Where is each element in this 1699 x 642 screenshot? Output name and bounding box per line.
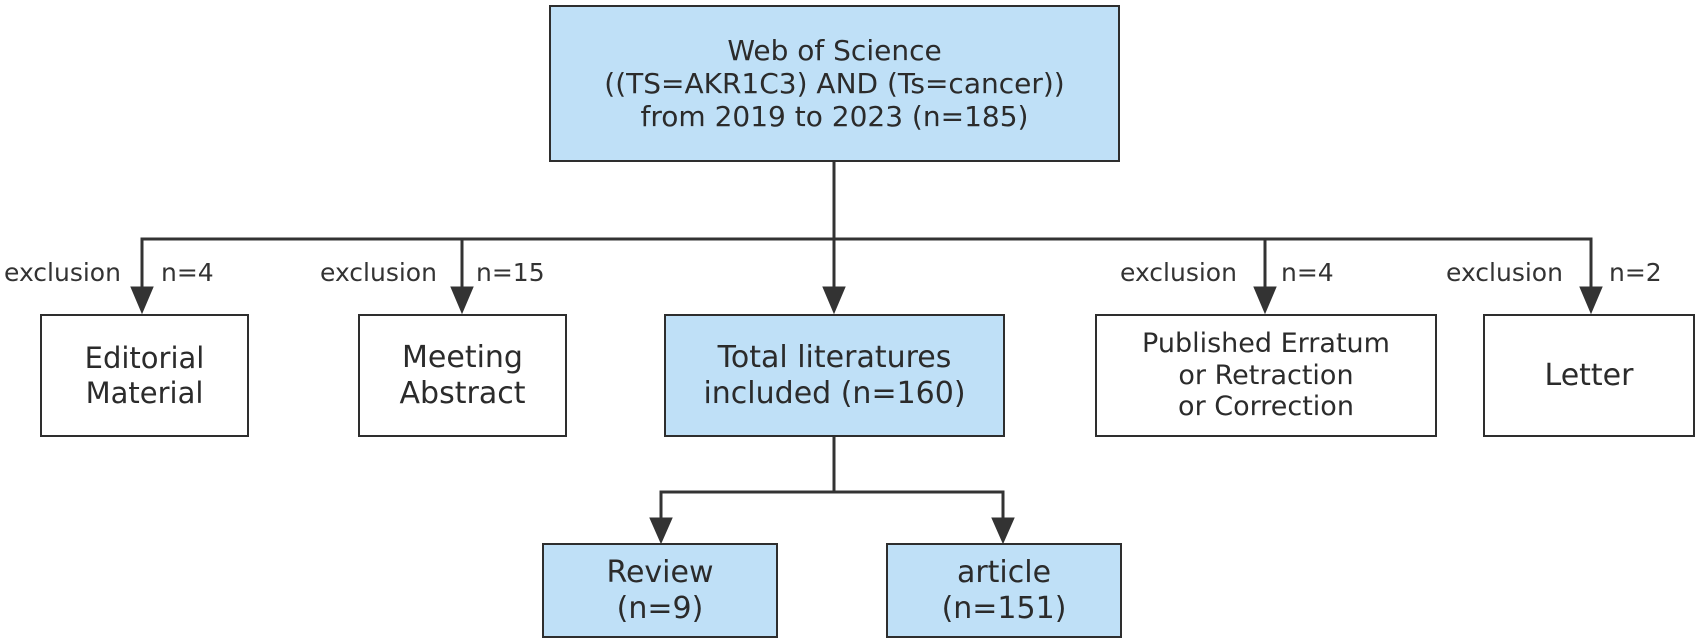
- article-box: article (n=151): [886, 543, 1122, 638]
- total-line-1: Total literatures: [717, 340, 952, 376]
- arrowhead-erratum: [1253, 286, 1277, 315]
- erratum-line-3: or Correction: [1178, 391, 1354, 423]
- arrowhead-editorial: [130, 286, 154, 315]
- root-line-2: ((TS=AKR1C3) AND (Ts=cancer)): [604, 66, 1065, 100]
- meeting-line-1: Meeting: [402, 340, 523, 376]
- review-box: Review (n=9): [542, 543, 778, 638]
- exclusion-label-meeting: exclusion: [320, 258, 437, 287]
- arrowhead-review: [649, 517, 673, 545]
- erratum-line-1: Published Erratum: [1142, 327, 1390, 359]
- published-erratum-box: Published Erratum or Retraction or Corre…: [1095, 314, 1437, 437]
- letter-box: Letter: [1483, 314, 1695, 437]
- root-line-3: from 2019 to 2023 (n=185): [640, 100, 1029, 134]
- article-line-2: (n=151): [941, 590, 1067, 626]
- article-line-1: article: [956, 555, 1052, 591]
- erratum-line-2: or Retraction: [1178, 359, 1354, 391]
- exclusion-count-editorial: n=4: [161, 258, 214, 287]
- editorial-line-2: Material: [85, 375, 204, 410]
- review-line-1: Review: [606, 555, 714, 591]
- root-box: Web of Science ((TS=AKR1C3) AND (Ts=canc…: [549, 5, 1120, 162]
- editorial-line-1: Editorial: [84, 341, 205, 376]
- root-line-1: Web of Science: [727, 33, 942, 67]
- arrowhead-letter: [1579, 286, 1603, 315]
- arrowhead-total: [822, 286, 846, 315]
- exclusion-count-erratum: n=4: [1281, 258, 1334, 287]
- exclusion-count-meeting: n=15: [476, 258, 545, 287]
- arrowhead-article: [991, 517, 1015, 545]
- review-line-2: (n=9): [616, 590, 704, 626]
- arrowhead-meeting: [450, 286, 474, 315]
- exclusion-label-editorial: exclusion: [4, 258, 121, 287]
- exclusion-label-erratum: exclusion: [1120, 258, 1237, 287]
- editorial-material-box: Editorial Material: [40, 314, 249, 437]
- exclusion-count-letter: n=2: [1609, 258, 1662, 287]
- total-literatures-box: Total literatures included (n=160): [664, 314, 1005, 437]
- total-line-2: included (n=160): [703, 375, 966, 411]
- exclusion-label-letter: exclusion: [1446, 258, 1563, 287]
- letter-line-1: Letter: [1544, 357, 1634, 393]
- meeting-abstract-box: Meeting Abstract: [358, 314, 567, 437]
- meeting-line-2: Abstract: [399, 375, 526, 411]
